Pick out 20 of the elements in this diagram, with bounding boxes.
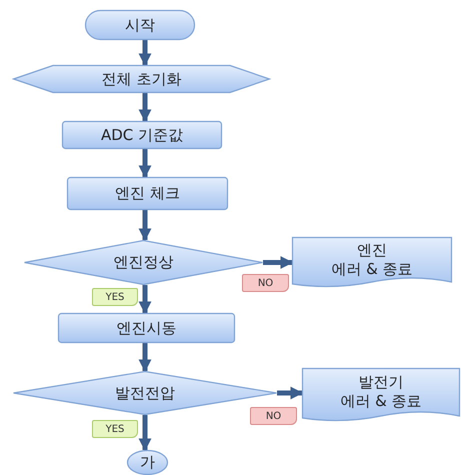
arrow <box>138 343 152 372</box>
edge-label: YES <box>92 288 138 306</box>
arrow <box>138 210 152 242</box>
edge-label: YES <box>92 420 138 438</box>
arrow <box>277 386 304 400</box>
arrow <box>138 285 152 314</box>
process-box: 엔진 체크 <box>67 177 228 210</box>
arrow <box>138 93 152 122</box>
edge-label: NO <box>250 407 297 425</box>
start-terminal: 시작 <box>85 10 195 40</box>
arrow <box>138 415 152 452</box>
document-box: 엔진 에러 & 종료 <box>292 237 452 288</box>
arrow <box>263 256 294 269</box>
arrow <box>138 40 152 66</box>
process-box: 엔진시동 <box>58 313 235 343</box>
edge-label: NO <box>242 274 289 292</box>
document-box: 발전기 에러 & 종료 <box>302 368 460 422</box>
process-box: ADC 기준값 <box>62 121 222 149</box>
preparation-hexagon: 전체 초기화 <box>13 65 270 93</box>
arrow <box>138 149 152 178</box>
